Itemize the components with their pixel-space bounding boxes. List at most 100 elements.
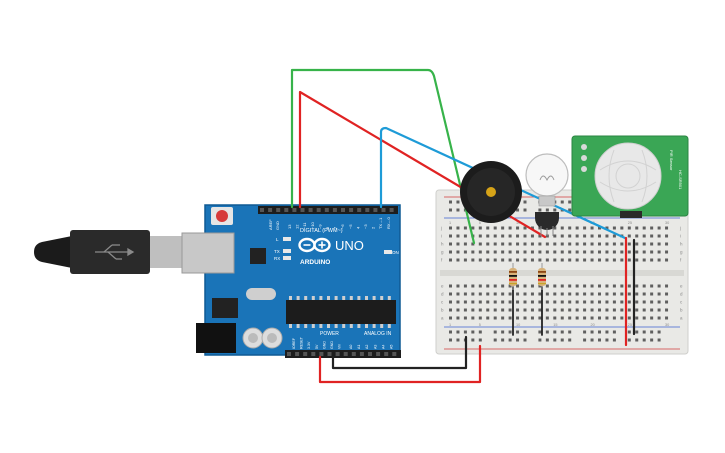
breadboard-hole[interactable]: [508, 292, 512, 296]
breadboard-hole[interactable]: [635, 234, 639, 238]
breadboard-hole[interactable]: [523, 284, 527, 288]
breadboard-hole[interactable]: [583, 300, 587, 304]
rail-hole[interactable]: [538, 338, 542, 342]
power-analog-header[interactable]: [285, 350, 401, 358]
breadboard-hole[interactable]: [650, 226, 654, 230]
header-hole[interactable]: [260, 208, 264, 212]
breadboard-hole[interactable]: [456, 308, 460, 312]
breadboard-hole[interactable]: [568, 300, 572, 304]
header-hole[interactable]: [357, 208, 362, 212]
rail-hole[interactable]: [516, 338, 520, 342]
breadboard-hole[interactable]: [516, 316, 520, 320]
breadboard-hole[interactable]: [598, 250, 601, 254]
breadboard-hole[interactable]: [530, 258, 534, 262]
rail-hole[interactable]: [449, 338, 452, 342]
rail-hole[interactable]: [590, 338, 594, 342]
pir-sensor[interactable]: PIR Sensor HC-SR501: [571, 135, 689, 218]
breadboard-hole[interactable]: [583, 284, 587, 288]
breadboard-hole[interactable]: [620, 226, 624, 230]
rail-hole[interactable]: [553, 338, 557, 342]
breadboard-hole[interactable]: [493, 250, 497, 254]
breadboard-hole[interactable]: [486, 242, 490, 246]
breadboard-hole[interactable]: [665, 226, 669, 230]
breadboard-hole[interactable]: [568, 250, 572, 254]
breadboard-hole[interactable]: [568, 308, 572, 312]
breadboard-hole[interactable]: [538, 284, 542, 288]
breadboard-hole[interactable]: [516, 258, 520, 262]
breadboard-hole[interactable]: [650, 250, 654, 254]
header-hole[interactable]: [349, 208, 354, 212]
rail-hole[interactable]: [545, 208, 549, 212]
breadboard-hole[interactable]: [478, 284, 482, 288]
resistor-1[interactable]: [509, 263, 517, 290]
header-hole[interactable]: [368, 352, 372, 356]
breadboard-hole[interactable]: [523, 292, 527, 296]
breadboard-hole[interactable]: [486, 234, 490, 238]
breadboard-hole[interactable]: [568, 226, 572, 230]
breadboard-hole[interactable]: [493, 234, 497, 238]
breadboard-hole[interactable]: [627, 284, 631, 288]
usb-cable[interactable]: [34, 230, 184, 274]
rail-hole[interactable]: [545, 338, 549, 342]
breadboard-hole[interactable]: [449, 292, 452, 296]
breadboard-hole[interactable]: [642, 308, 646, 312]
breadboard-hole[interactable]: [598, 308, 601, 312]
breadboard-hole[interactable]: [620, 300, 624, 304]
breadboard-hole[interactable]: [635, 242, 639, 246]
rail-hole[interactable]: [560, 338, 564, 342]
breadboard-hole[interactable]: [449, 234, 452, 238]
breadboard-hole[interactable]: [627, 258, 631, 262]
breadboard-hole[interactable]: [635, 284, 639, 288]
breadboard-hole[interactable]: [665, 242, 669, 246]
rail-hole[interactable]: [612, 338, 616, 342]
breadboard-hole[interactable]: [508, 226, 512, 230]
rail-hole[interactable]: [657, 330, 661, 334]
breadboard-hole[interactable]: [665, 258, 669, 262]
breadboard-hole[interactable]: [516, 226, 520, 230]
breadboard-hole[interactable]: [560, 250, 564, 254]
breadboard-hole[interactable]: [635, 316, 639, 320]
breadboard-hole[interactable]: [545, 308, 549, 312]
breadboard-hole[interactable]: [612, 316, 616, 320]
breadboard-hole[interactable]: [650, 284, 654, 288]
breadboard-hole[interactable]: [642, 234, 646, 238]
breadboard-hole[interactable]: [657, 308, 661, 312]
breadboard-hole[interactable]: [486, 292, 490, 296]
rail-hole[interactable]: [493, 338, 497, 342]
breadboard-hole[interactable]: [493, 308, 497, 312]
breadboard-hole[interactable]: [665, 308, 669, 312]
rail-hole[interactable]: [456, 330, 460, 334]
breadboard-hole[interactable]: [516, 300, 520, 304]
breadboard-hole[interactable]: [553, 234, 557, 238]
rail-hole[interactable]: [501, 338, 505, 342]
breadboard-hole[interactable]: [523, 226, 527, 230]
rail-hole[interactable]: [478, 330, 482, 334]
header-hole[interactable]: [327, 352, 332, 356]
breadboard-hole[interactable]: [612, 226, 616, 230]
breadboard-hole[interactable]: [471, 250, 475, 254]
header-hole[interactable]: [319, 352, 324, 356]
wire-blue-pir-signal[interactable]: [379, 126, 627, 240]
breadboard-hole[interactable]: [605, 234, 609, 238]
breadboard-hole[interactable]: [471, 308, 475, 312]
rail-hole[interactable]: [449, 208, 452, 212]
breadboard-hole[interactable]: [650, 242, 654, 246]
breadboard-hole[interactable]: [449, 250, 452, 254]
breadboard-hole[interactable]: [620, 316, 624, 320]
breadboard-hole[interactable]: [493, 226, 497, 230]
breadboard-hole[interactable]: [516, 234, 520, 238]
breadboard-hole[interactable]: [575, 308, 579, 312]
breadboard-hole[interactable]: [538, 242, 542, 246]
header-hole[interactable]: [381, 208, 386, 212]
breadboard-hole[interactable]: [657, 234, 661, 238]
breadboard-hole[interactable]: [530, 316, 534, 320]
breadboard-hole[interactable]: [545, 316, 549, 320]
breadboard-hole[interactable]: [560, 292, 564, 296]
breadboard-hole[interactable]: [590, 300, 594, 304]
breadboard-hole[interactable]: [612, 242, 616, 246]
breadboard-hole[interactable]: [545, 300, 549, 304]
breadboard-hole[interactable]: [657, 300, 661, 304]
rail-hole[interactable]: [605, 330, 609, 334]
light-bulb-icon[interactable]: [525, 153, 569, 207]
